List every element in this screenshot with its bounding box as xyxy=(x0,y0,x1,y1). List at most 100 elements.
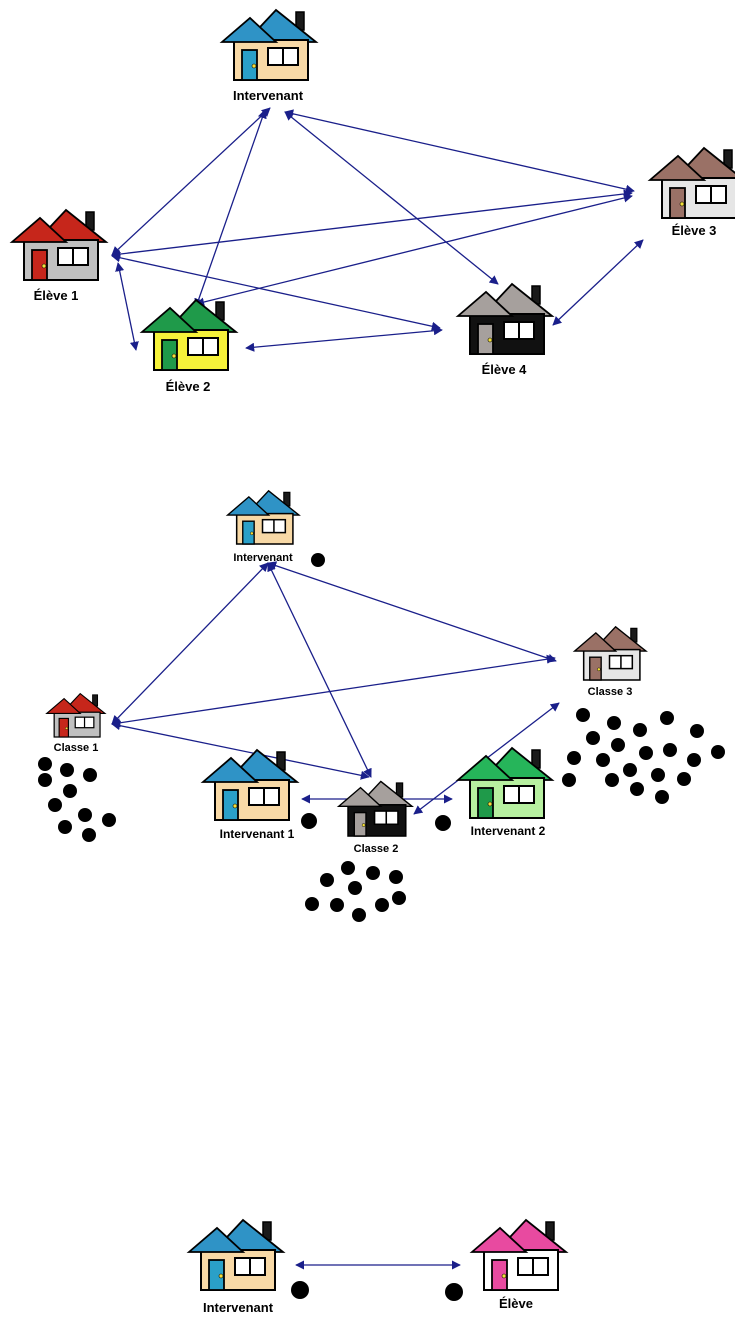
person-dot xyxy=(389,870,403,884)
house-front-roof xyxy=(186,1226,246,1253)
house-icon xyxy=(45,692,107,738)
person-dot xyxy=(567,751,581,765)
diagram-4: Intervenant Élève xyxy=(186,1218,569,1315)
person-dot xyxy=(341,861,355,875)
person-dot xyxy=(348,881,362,895)
person-dot xyxy=(445,1283,463,1301)
person-dot xyxy=(375,898,389,912)
house-icon xyxy=(9,208,109,281)
house-front-roof xyxy=(219,16,279,43)
person-dot xyxy=(687,753,701,767)
person-dot xyxy=(78,808,92,822)
house-door xyxy=(222,789,239,821)
person-dot xyxy=(58,820,72,834)
house-icon xyxy=(200,748,300,821)
house-front-roof xyxy=(469,1226,529,1253)
house-door xyxy=(491,1259,508,1291)
person-dot xyxy=(562,773,576,787)
person-dot xyxy=(711,745,725,759)
house-door xyxy=(589,656,602,681)
house-front-roof xyxy=(45,697,82,714)
house-label: Élève xyxy=(499,1296,533,1311)
house-front-roof xyxy=(9,216,69,243)
double-arrow xyxy=(284,111,499,285)
door-knob xyxy=(679,201,685,207)
person-dot xyxy=(660,711,674,725)
person-dot xyxy=(38,757,52,771)
house-door xyxy=(477,323,494,355)
person-dot xyxy=(435,815,451,831)
person-dot xyxy=(633,723,647,737)
person-dot xyxy=(586,731,600,745)
house-label: Élève 1 xyxy=(34,288,79,303)
double-arrow xyxy=(115,262,139,351)
house-icon xyxy=(336,780,415,837)
person-dot xyxy=(392,891,406,905)
double-arrow xyxy=(195,193,633,307)
person-dot xyxy=(639,746,653,760)
house-front-roof xyxy=(336,786,383,808)
person-dot xyxy=(305,897,319,911)
house-icon xyxy=(225,489,301,545)
house-label: Classe 1 xyxy=(54,742,99,754)
house-front-roof xyxy=(572,631,618,652)
person-dot xyxy=(83,768,97,782)
double-arrow xyxy=(267,562,372,778)
double-arrow xyxy=(111,654,556,728)
door-knob xyxy=(487,337,493,343)
house-icon xyxy=(219,8,319,81)
person-dot xyxy=(48,798,62,812)
house-door xyxy=(353,811,367,837)
person-dot xyxy=(630,782,644,796)
door-knob xyxy=(218,1273,224,1279)
person-dot xyxy=(611,738,625,752)
house-front-roof xyxy=(225,495,271,516)
house-label: Intervenant xyxy=(203,1300,274,1315)
door-knob xyxy=(41,263,47,269)
house-front-roof xyxy=(200,756,260,783)
house-door xyxy=(31,249,48,281)
house-label: Intervenant xyxy=(233,88,304,103)
door-knob xyxy=(232,803,238,809)
house-label: Classe 2 xyxy=(354,843,399,855)
double-arrow xyxy=(111,721,370,780)
double-arrow xyxy=(194,109,267,308)
house-front-roof xyxy=(455,290,515,317)
house-icon xyxy=(139,298,239,371)
person-dot xyxy=(330,898,344,912)
person-dot xyxy=(311,553,325,567)
door-knob xyxy=(251,63,257,69)
house-label: Intervenant 2 xyxy=(471,824,546,838)
arrows-layer xyxy=(111,107,644,1270)
double-arrow xyxy=(267,561,557,663)
person-dot xyxy=(102,813,116,827)
door-knob xyxy=(501,1273,507,1279)
house-label: Élève 2 xyxy=(166,379,211,394)
house-icon xyxy=(647,146,735,219)
door-knob xyxy=(250,531,254,536)
person-dot xyxy=(301,813,317,829)
house-icon xyxy=(455,282,555,355)
person-dot xyxy=(38,773,52,787)
double-arrow xyxy=(111,107,271,256)
house-front-roof xyxy=(455,754,515,781)
house-icon xyxy=(186,1218,286,1291)
house-label: Élève 4 xyxy=(482,362,528,377)
person-dot xyxy=(596,753,610,767)
person-dot xyxy=(291,1281,309,1299)
person-dot xyxy=(63,784,77,798)
person-dot xyxy=(663,743,677,757)
house-label: Classe 3 xyxy=(588,686,633,698)
door-knob xyxy=(65,726,68,730)
door-knob xyxy=(171,353,177,359)
house-door xyxy=(241,49,258,81)
person-dot xyxy=(623,763,637,777)
double-arrow xyxy=(111,189,633,259)
double-arrow xyxy=(245,326,443,352)
person-dot xyxy=(690,724,704,738)
person-dot xyxy=(60,763,74,777)
person-dot xyxy=(605,773,619,787)
